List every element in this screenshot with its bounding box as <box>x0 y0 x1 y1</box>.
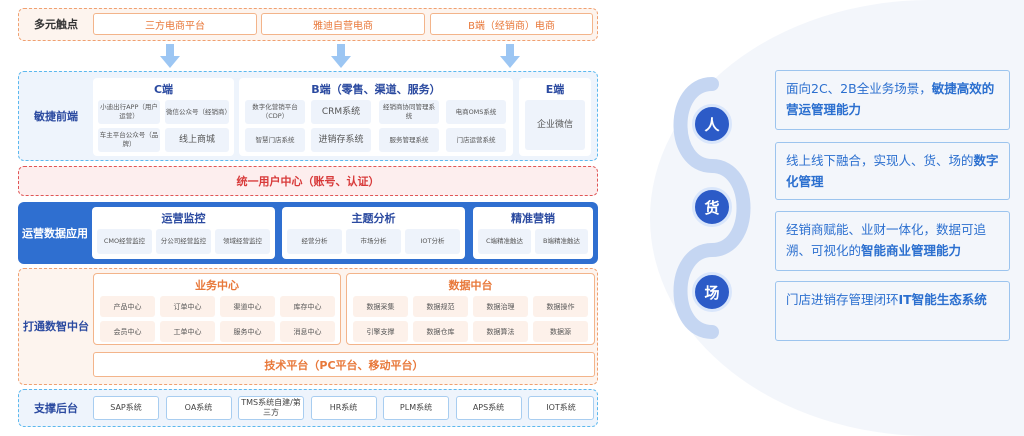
panel-title: 数据中台 <box>448 279 493 292</box>
business-center-panel: 业务中心 产品中心订单中心渠道中心库存中心会员中心工单中心服务中心消息中心 <box>93 273 341 345</box>
b-item: 门店运营系统 <box>446 128 506 152</box>
b-end-panel: B端（零售、渠道、服务） 数字化营销平台（CDP） CRM系统 经销商协同管理系… <box>239 78 513 156</box>
benefit-highlight: 敏捷高效的营运管理能力 <box>786 81 995 117</box>
platform-item: 数据采集 <box>353 296 408 317</box>
platform-item: 数据仓库 <box>413 321 468 342</box>
panel-title: 主题分析 <box>351 212 396 225</box>
b-item: 智慧门店系统 <box>245 128 305 152</box>
ops-monitor-panel: 运营监控 CMO经营监控 分公司经营监控 领域经营监控 <box>92 207 275 259</box>
platform-item: 数据算法 <box>473 321 528 342</box>
arrow-down-icon <box>331 44 351 68</box>
tech-platform: 技术平台（PC平台、移动平台） <box>93 352 595 377</box>
backend-system: OA系统 <box>165 396 232 420</box>
b-item: 服务管理系统 <box>379 128 439 152</box>
app-item: 市场分析 <box>346 229 401 254</box>
benefit-highlight: IT智能生态系统 <box>898 292 987 307</box>
platform-item: 服务中心 <box>220 321 275 342</box>
e-item: 企业微信 <box>525 100 585 150</box>
backend-system: SAP系统 <box>93 396 159 420</box>
panel-title: E端 <box>545 83 565 96</box>
backend-system: HR系统 <box>310 396 377 420</box>
user-center-row: 统一用户中心（账号、认证） <box>18 166 598 196</box>
platform-item: 产品中心 <box>100 296 155 317</box>
platform-item: 消息中心 <box>280 321 335 342</box>
benefit-box: 线上线下融合，实现人、货、场的数字化管理 <box>775 142 1010 200</box>
platform-item: 库存中心 <box>280 296 335 317</box>
touchpoint-item: 雅迪自营电商 <box>261 13 425 35</box>
b-item: 电商OMS系统 <box>446 100 506 124</box>
backend-system: IOT系统 <box>528 396 594 420</box>
node-place: 场 <box>692 272 732 312</box>
s-curve-connector <box>673 77 751 339</box>
backend-system: TMS系统自建/第三方 <box>238 396 304 420</box>
platform-item: 引擎支撑 <box>353 321 408 342</box>
b-item: 数字化营销平台（CDP） <box>245 100 305 124</box>
row-label: 敏捷前端 <box>34 109 78 123</box>
benefit-box: 门店进销存管理闭环IT智能生态系统 <box>775 281 1010 341</box>
panel-title: 精准营销 <box>511 212 555 225</box>
platform-item: 数据规范 <box>413 296 468 317</box>
c-end-panel: C端 小迪出行APP（用户运营） 微信公众号（经销商） 车主平台公众号（品牌） … <box>93 78 234 156</box>
c-item: 线上商城 <box>165 128 229 152</box>
c-item: 小迪出行APP（用户运营） <box>98 100 160 124</box>
node-people: 人 <box>692 104 732 144</box>
c-item: 车主平台公众号（品牌） <box>98 128 160 152</box>
panel-title: B端（零售、渠道、服务） <box>311 83 441 96</box>
row-label: 多元触点 <box>34 17 78 31</box>
user-center-label: 统一用户中心（账号、认证） <box>236 175 380 188</box>
platform-item: 订单中心 <box>160 296 215 317</box>
benefit-text: 线上线下融合，实现人、货、场的 <box>786 153 974 168</box>
benefit-highlight: 智能商业管理能力 <box>861 243 962 258</box>
app-item: CMO经营监控 <box>97 229 152 254</box>
c-item: 微信公众号（经销商） <box>165 100 231 124</box>
data-center-panel: 数据中台 数据采集数据规范数据治理数据操作引擎支撑数据仓库数据算法数据源 <box>346 273 595 345</box>
data-app-row: 运营数据应用 运营监控 CMO经营监控 分公司经营监控 领域经营监控 主题分析 … <box>18 202 598 264</box>
touchpoints-row: 多元触点 三方电商平台 雅迪自营电商 B端（经销商）电商 <box>18 8 598 41</box>
app-item: IOT分析 <box>405 229 460 254</box>
app-item: B端精准触达 <box>535 229 588 254</box>
panel-title: 业务中心 <box>195 279 239 292</box>
benefit-text: 经销商赋能、业财一体化，数据可追溯、可视化的 <box>786 222 987 258</box>
backend-system: APS系统 <box>455 396 522 420</box>
panel-title: 运营监控 <box>161 212 206 225</box>
b-item: CRM系统 <box>311 100 371 124</box>
app-item: 领域经营监控 <box>215 229 270 254</box>
b-item: 进销存系统 <box>311 128 371 152</box>
touchpoint-item: 三方电商平台 <box>93 13 257 35</box>
benefit-highlight: 数字化管理 <box>786 153 999 189</box>
platform-item: 数据治理 <box>473 296 528 317</box>
b-item: 经销商协同管理系统 <box>379 100 439 124</box>
middle-platform-row: 打通数智中台 业务中心 产品中心订单中心渠道中心库存中心会员中心工单中心服务中心… <box>18 268 598 385</box>
benefit-box: 经销商赋能、业财一体化，数据可追溯、可视化的智能商业管理能力 <box>775 211 1010 271</box>
row-label: 打通数智中台 <box>23 320 89 333</box>
panel-title: C端 <box>153 83 174 96</box>
node-goods: 货 <box>692 187 732 227</box>
precision-marketing-panel: 精准营销 C端精准触达 B端精准触达 <box>473 207 593 259</box>
benefit-text: 门店进销存管理闭环 <box>786 292 899 307</box>
arrow-down-icon <box>500 44 520 68</box>
touchpoint-item: B端（经销商）电商 <box>430 13 593 35</box>
row-label: 支撑后台 <box>34 401 78 415</box>
agile-frontend-row: 敏捷前端 C端 小迪出行APP（用户运营） 微信公众号（经销商） 车主平台公众号… <box>18 71 598 161</box>
arrow-down-icon <box>160 44 180 68</box>
platform-item: 数据操作 <box>533 296 588 317</box>
platform-item: 会员中心 <box>100 321 155 342</box>
platform-item: 工单中心 <box>160 321 215 342</box>
benefit-box: 面向2C、2B全业务场景，敏捷高效的营运管理能力 <box>775 70 1010 130</box>
e-end-panel: E端 企业微信 <box>519 78 591 156</box>
platform-item: 渠道中心 <box>220 296 275 317</box>
topic-analysis-panel: 主题分析 经营分析 市场分析 IOT分析 <box>282 207 465 259</box>
backend-system: PLM系统 <box>383 396 449 420</box>
benefit-text: 面向2C、2B全业务场景， <box>786 81 932 96</box>
app-item: C端精准触达 <box>478 229 531 254</box>
app-item: 分公司经营监控 <box>156 229 211 254</box>
app-item: 经营分析 <box>287 229 342 254</box>
platform-item: 数据源 <box>533 321 588 342</box>
row-label: 运营数据应用 <box>22 226 88 240</box>
